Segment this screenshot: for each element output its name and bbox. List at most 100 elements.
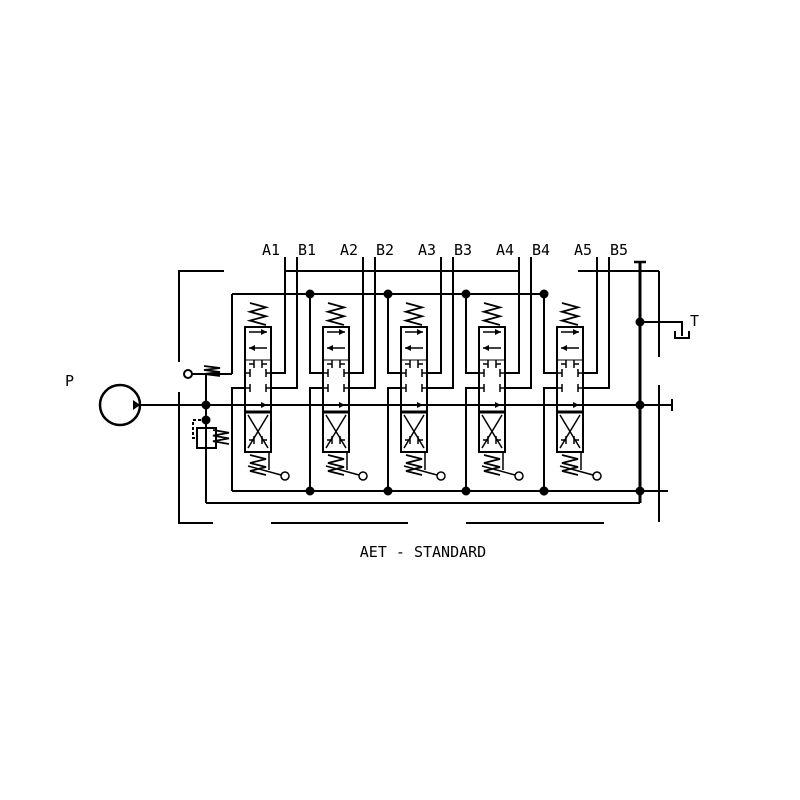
tank-label: T xyxy=(690,312,699,330)
return-line xyxy=(387,387,401,491)
tank-line xyxy=(640,321,683,336)
port-label-a: A2 xyxy=(340,241,358,259)
junction-dot xyxy=(539,289,549,299)
port-label-a: A5 xyxy=(574,241,592,259)
valve-section-5 xyxy=(556,326,584,453)
port-label-b: B3 xyxy=(454,241,472,259)
port-b-line xyxy=(271,257,298,389)
housing-outline xyxy=(178,270,224,362)
lever-icon xyxy=(481,465,516,476)
arrow-head-icon xyxy=(573,402,579,408)
lever-knob-icon xyxy=(358,471,368,481)
centering-spring-icon xyxy=(324,302,348,326)
centering-spring-icon xyxy=(558,302,582,326)
spool-valve-body xyxy=(478,326,506,453)
lever-knob-icon xyxy=(280,471,290,481)
arrow-head-icon xyxy=(261,329,267,335)
port-label-b: B1 xyxy=(298,241,316,259)
junction-dot xyxy=(461,486,471,496)
valve-section-4 xyxy=(478,326,506,453)
arrow-head-icon xyxy=(339,329,345,335)
port-b-line xyxy=(583,257,610,389)
valve-section-1 xyxy=(244,326,272,453)
port-b-line xyxy=(427,257,454,389)
cross-flow xyxy=(559,414,581,449)
supply-line xyxy=(309,294,323,374)
valve-section-2 xyxy=(322,326,350,453)
cross-flow xyxy=(403,414,425,449)
arrow-head-icon xyxy=(573,329,579,335)
diagram-title: AET - STANDARD xyxy=(360,543,486,561)
lever-icon xyxy=(247,465,282,476)
cross-flow xyxy=(247,414,269,449)
port-a-line xyxy=(271,257,286,374)
return-line xyxy=(231,387,245,491)
supply-line xyxy=(543,294,557,374)
return-line xyxy=(543,387,557,491)
check-valve-icon xyxy=(183,369,193,379)
arrow-head-icon xyxy=(495,402,501,408)
arrow-head-icon xyxy=(417,402,423,408)
return-line xyxy=(465,387,479,491)
pump-label: P xyxy=(65,372,74,390)
centering-spring-icon xyxy=(480,302,504,326)
port-a-line xyxy=(583,257,598,374)
supply-line xyxy=(465,294,479,374)
arrow-head-icon xyxy=(327,345,333,351)
relief-valve-icon xyxy=(196,427,217,449)
centering-spring-icon xyxy=(405,454,423,476)
lever-knob-icon xyxy=(514,471,524,481)
junction-dot xyxy=(461,289,471,299)
junction-dot xyxy=(635,400,645,410)
centering-spring-icon xyxy=(483,454,501,476)
centering-spring-icon xyxy=(327,454,345,476)
spool-valve-body xyxy=(556,326,584,453)
port-label-b: B2 xyxy=(376,241,394,259)
arrow-head-icon xyxy=(495,329,501,335)
port-b-line xyxy=(505,257,532,389)
arrow-head-icon xyxy=(405,345,411,351)
port-label-b: B4 xyxy=(532,241,550,259)
pump-arrow-icon xyxy=(133,400,140,410)
lever-knob-icon xyxy=(436,471,446,481)
port-label-a: A1 xyxy=(262,241,280,259)
cross-flow xyxy=(325,414,347,449)
port-a-line xyxy=(505,257,520,374)
arrow-head-icon xyxy=(561,345,567,351)
check-spring-icon xyxy=(203,365,221,377)
port-a-line xyxy=(349,257,364,374)
junction-dot xyxy=(305,486,315,496)
port-a-line xyxy=(427,257,442,374)
arrow-head-icon xyxy=(249,345,255,351)
junction-dot xyxy=(539,486,549,496)
centering-spring-icon xyxy=(561,454,579,476)
port-label-a: A3 xyxy=(418,241,436,259)
lever-knob-icon xyxy=(592,471,602,481)
relief-spring-icon xyxy=(212,429,230,445)
junction-dot xyxy=(635,317,645,327)
lever-icon xyxy=(403,465,438,476)
port-label-b: B5 xyxy=(610,241,628,259)
valve-section-3 xyxy=(400,326,428,453)
junction-dot xyxy=(305,289,315,299)
spool-valve-body xyxy=(400,326,428,453)
arrow-head-icon xyxy=(483,345,489,351)
supply-line xyxy=(387,294,401,374)
spool-valve-body xyxy=(244,326,272,453)
housing-outline xyxy=(178,392,213,524)
junction-dot xyxy=(635,486,645,496)
centering-spring-icon xyxy=(249,454,267,476)
junction-dot xyxy=(383,486,393,496)
junction-dot xyxy=(201,400,211,410)
centering-spring-icon xyxy=(246,302,270,326)
arrow-head-icon xyxy=(339,402,345,408)
lever-icon xyxy=(325,465,360,476)
cross-flow xyxy=(481,414,503,449)
tank-icon xyxy=(674,331,690,339)
pilot-line xyxy=(192,419,206,439)
return-line xyxy=(309,387,323,491)
junction-dot xyxy=(383,289,393,299)
arrow-head-icon xyxy=(261,402,267,408)
